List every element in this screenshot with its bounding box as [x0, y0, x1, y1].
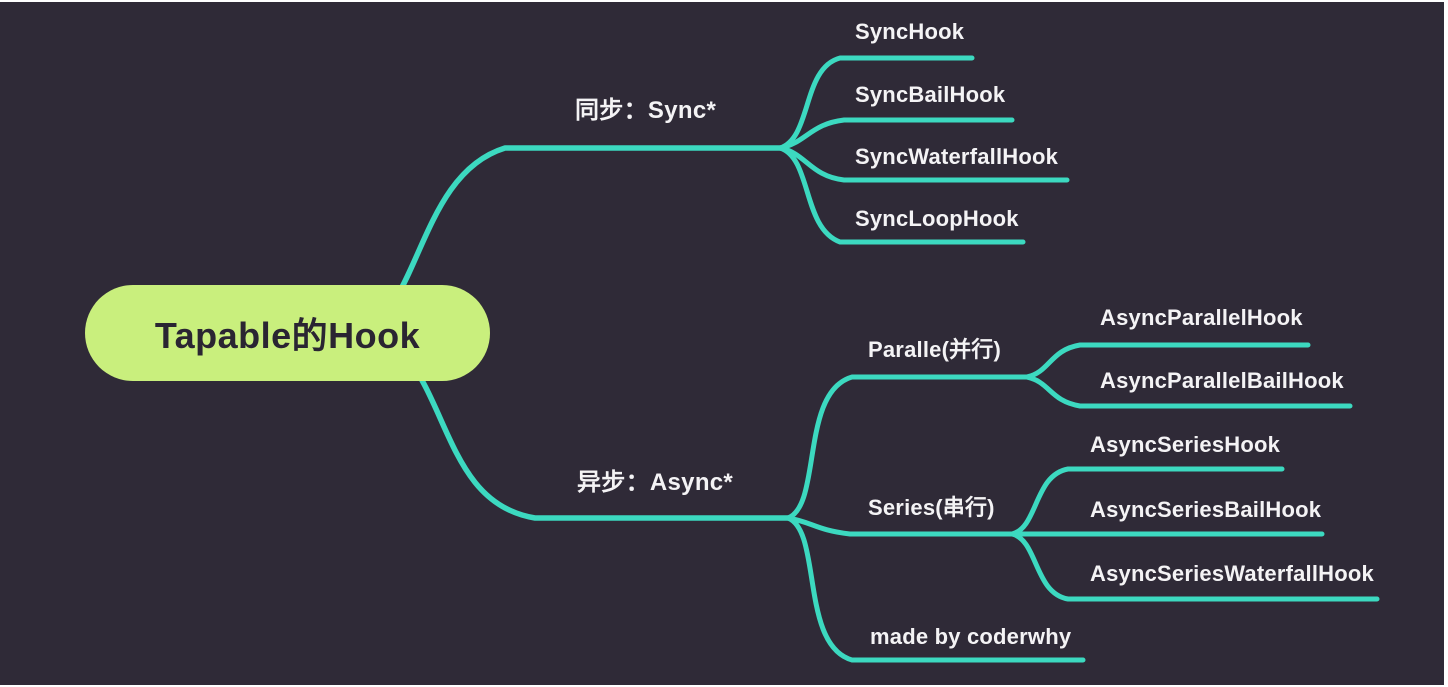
leaf-topic-async-series-waterfall-hook[interactable]: AsyncSeriesWaterfallHook: [1090, 561, 1374, 586]
leaf-topic-sync-waterfall-hook[interactable]: SyncWaterfallHook: [855, 144, 1059, 169]
connector-async-parallel: [785, 374, 1030, 521]
subtopic-series[interactable]: Series(串行): [868, 495, 995, 520]
connector-sync-syncloophook: [777, 145, 1026, 245]
leaf-topic-sync-hook[interactable]: SyncHook: [855, 19, 965, 44]
connector-root-async: [405, 355, 791, 521]
white-border-bottom: [0, 685, 1448, 687]
connector-sync-syncbailhook: [777, 117, 1015, 151]
connector-async-series: [785, 515, 1015, 537]
connector-async-madeby: [785, 515, 1086, 663]
connector-root-sync: [392, 145, 783, 303]
branch-topic-async[interactable]: 异步：Async*: [577, 469, 734, 496]
leaf-topic-async-parallel-bail-hook[interactable]: AsyncParallelBailHook: [1100, 368, 1344, 393]
connector-series-asyncserieshook: [1009, 466, 1285, 537]
leaf-topic-made-by-coderwhy[interactable]: made by coderwhy: [870, 624, 1072, 649]
white-border-right: [1444, 0, 1448, 687]
branch-topic-sync[interactable]: 同步：Sync*: [575, 97, 717, 124]
connector-sync-synchook: [777, 55, 975, 151]
leaf-topic-sync-loop-hook[interactable]: SyncLoopHook: [855, 206, 1019, 231]
connector-series-asyncserieswaterfallhook: [1009, 531, 1380, 602]
leaf-topic-async-parallel-hook[interactable]: AsyncParallelHook: [1100, 305, 1303, 330]
subtopic-parallel[interactable]: Paralle(并行): [868, 337, 1002, 362]
leaf-topic-async-series-hook[interactable]: AsyncSeriesHook: [1090, 432, 1281, 457]
leaf-topic-sync-bail-hook[interactable]: SyncBailHook: [855, 82, 1006, 107]
connector-parallel-asyncparallelhook: [1024, 342, 1311, 380]
connector-parallel-asyncparallelbailhook: [1024, 374, 1353, 409]
root-topic[interactable]: Tapable的Hook: [85, 285, 490, 381]
leaf-topic-async-series-bail-hook[interactable]: AsyncSeriesBailHook: [1090, 497, 1322, 522]
white-border-top: [0, 0, 1448, 2]
connector-group: [392, 55, 1380, 663]
